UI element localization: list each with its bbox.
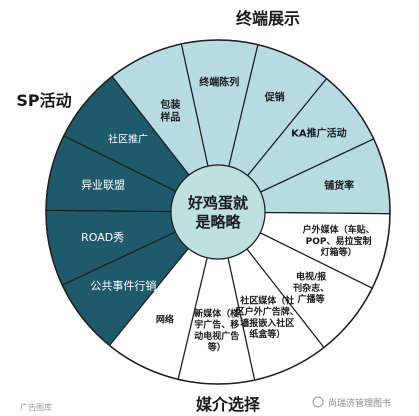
slice-label-12: ROAD秀 xyxy=(81,231,124,244)
group-title-terminal: 终端展示 xyxy=(236,9,300,28)
slice-label-13: 异业联盟 xyxy=(81,178,125,191)
slice-label-2: 终端陈列 xyxy=(199,76,239,89)
group-title-layer: 终端展示 SP活动 媒介选择 xyxy=(16,9,300,414)
slice-label-1: 包装样品 xyxy=(160,98,180,124)
slice-label-6: 户外媒体（车贴、POP、易拉宝制灯箱等） xyxy=(303,224,375,259)
slice-label-10: 网络 xyxy=(156,314,174,326)
slice-label-14: 社区推广 xyxy=(108,132,148,145)
slice-label-8: 社区媒体（社区户外广告牌、墙报嵌入社区纸盒等） xyxy=(236,294,299,340)
center-hub: 好鸡蛋就是略略 xyxy=(170,164,266,260)
slice-label-11: 公共事件行销 xyxy=(90,279,156,293)
slice-label-4: KA推广活动 xyxy=(291,127,347,140)
group-title-sp: SP活动 xyxy=(16,91,71,110)
watermark-left: 广告图库 xyxy=(20,402,52,412)
outer-ring xyxy=(45,39,391,385)
group-title-media: 媒介选择 xyxy=(196,395,261,414)
center-circle xyxy=(170,164,266,260)
slice-label-7: 电视/报刊杂志、广播等 xyxy=(293,271,329,306)
slice-label-9: 新媒体（楼宇广告、移动电视广告等） xyxy=(194,307,239,353)
watermark-logo-icon xyxy=(312,396,324,408)
watermark-right: 尚瑞济管理图书 xyxy=(328,397,391,409)
slice-label-5: 铺货率 xyxy=(324,179,354,192)
wedge-layer xyxy=(45,39,391,385)
center-label: 好鸡蛋就是略略 xyxy=(187,194,248,231)
slice-label-3: 促销 xyxy=(264,91,285,104)
watermark: 广告图库 尚瑞济管理图书 xyxy=(20,396,391,412)
